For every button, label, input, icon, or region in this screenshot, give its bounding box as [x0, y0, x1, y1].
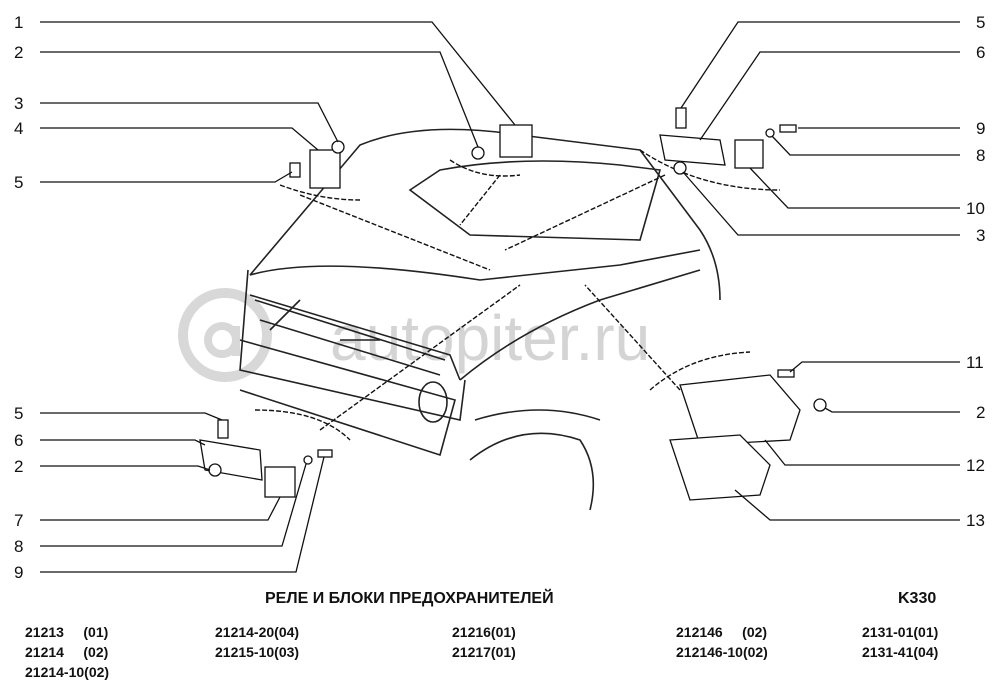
bolt: [675, 107, 687, 129]
fuse-block-13: [669, 434, 771, 501]
model-item: 2131-01(01): [862, 624, 939, 640]
model-item: 21217(01): [452, 644, 516, 660]
callout: 3: [14, 94, 23, 113]
model-item: 212146-10(02): [676, 644, 768, 660]
model-item: 21215-10(03): [215, 644, 300, 660]
callout: 5: [14, 173, 23, 192]
watermark-text: autopiter.ru: [330, 302, 650, 374]
model-column: 212146 (02) 212146-10(02): [676, 622, 768, 662]
callout: 8: [976, 146, 985, 165]
nut: [471, 146, 485, 160]
washer: [765, 128, 775, 138]
model-item: 2131-41(04): [862, 644, 939, 660]
callout: 4: [14, 119, 23, 138]
nut: [673, 161, 687, 175]
relay-top-center: [499, 124, 533, 158]
watermark-logo-icon: [178, 288, 272, 382]
nut: [208, 463, 222, 477]
callout: 8: [14, 537, 23, 556]
model-item: 21214-10(02): [25, 664, 110, 680]
callout: 6: [976, 43, 985, 62]
screw: [779, 124, 797, 133]
bracket-right: [659, 134, 726, 166]
model-item: 212146 (02): [676, 624, 768, 640]
callout: 2: [976, 403, 985, 422]
nut: [331, 140, 345, 154]
parts: [199, 107, 827, 501]
callout: 11: [966, 353, 984, 372]
relay-left: [264, 466, 296, 498]
diagram-code: K330: [898, 590, 937, 607]
callout: 6: [14, 431, 23, 450]
relay-right: [734, 139, 764, 169]
washer: [303, 455, 313, 465]
model-item: 21216(01): [452, 624, 516, 640]
leader-lines: [40, 21, 960, 573]
callout: 10: [966, 199, 985, 218]
assembly-arrows: [254, 149, 781, 441]
bracket-left: [199, 439, 263, 481]
model-item: 21214 (02): [25, 644, 109, 660]
callout: 9: [976, 119, 985, 138]
callout: 3: [976, 226, 985, 245]
bolt: [289, 162, 301, 178]
model-item: 21213 (01): [25, 624, 109, 640]
model-column: 21214-20(04) 21215-10(03): [215, 622, 299, 662]
fuse-block-12: [679, 374, 801, 446]
car-outline: [239, 128, 721, 511]
callout: 2: [14, 457, 23, 476]
bolt: [217, 419, 229, 439]
diagram-title: РЕЛЕ И БЛОКИ ПРЕДОХРАНИТЕЛЕЙ: [265, 590, 554, 607]
callout: 7: [14, 511, 23, 530]
model-column: 21213 (01) 21214 (02) 21214-10(02): [25, 622, 109, 682]
screw: [777, 369, 795, 378]
callout: 5: [976, 13, 985, 32]
callout: 12: [966, 456, 985, 475]
callout: 9: [14, 563, 23, 582]
screw: [317, 449, 333, 458]
model-column: 2131-01(01) 2131-41(04): [862, 622, 938, 662]
relay-box-left: [309, 149, 341, 189]
callout: 1: [14, 13, 23, 32]
model-item: 21214-20(04): [215, 624, 300, 640]
callouts: 1 2 3 4 5 5 6 9 8 10 3 11 2 12 13 5 6 2 …: [14, 13, 985, 582]
model-column: 21216(01) 21217(01): [452, 622, 516, 662]
nut: [813, 398, 827, 412]
callout: 13: [966, 511, 985, 530]
callout: 2: [14, 43, 23, 62]
callout: 5: [14, 404, 23, 423]
watermark: autopiter.ru: [178, 288, 650, 382]
